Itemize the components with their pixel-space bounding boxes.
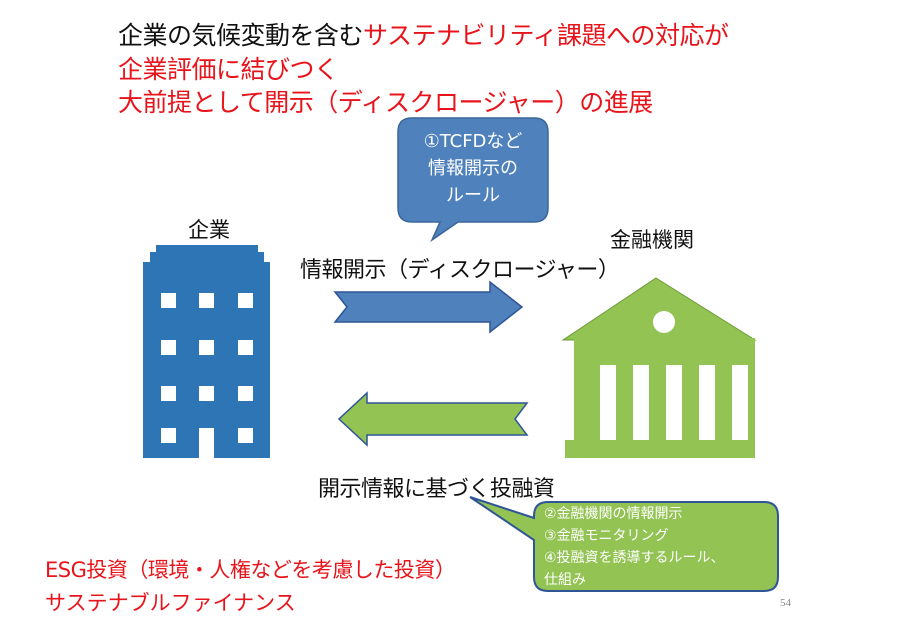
measures-callout-line: 仕組み [544,572,586,588]
measures-callout-shape [469,496,779,592]
rules-callout-shape [397,117,549,243]
financial-institution-bank-icon [561,277,757,458]
title-line-1-red: サステナビリティ課題への対応が [363,21,729,50]
title-line-2: 企業評価に結びつく [118,55,339,84]
measures-callout-line: ④投融資を誘導するルール、 [544,550,725,566]
investment-label: 開示情報に基づく投融資 [318,477,555,502]
sustainable-finance-text: サステナブルファイナンス [45,591,296,615]
rules-callout-line: ①TCFDなど [423,131,523,152]
measures-callout-line: ②金融機関の情報開示 [544,506,683,522]
company-label: 企業 [188,218,230,242]
financial-institution-label: 金融機関 [610,228,694,252]
title-line-3: 大前提として開示（ディスクロージャー）の進展 [118,88,653,117]
measures-callout-line: ③金融モニタリング [544,528,669,544]
investment-arrow-left [337,391,529,447]
disclosure-arrow-right [333,280,524,334]
title-line-1-black: 企業の気候変動を含む [118,21,364,50]
measures-callout: ②金融機関の情報開示 ③金融モニタリング ④投融資を誘導するルール、 仕組み [544,503,725,591]
disclosure-label: 情報開示（ディスクロージャー） [300,258,620,283]
title-line-1: 企業の気候変動を含むサステナビリティ課題への対応が [118,20,729,52]
rules-callout-line: ルール [446,185,500,206]
rules-callout-line: 情報開示の [428,158,518,179]
rules-callout: ①TCFDなど 情報開示の ルール [398,128,548,209]
page-number: 54 [780,597,792,609]
company-building-icon [143,245,270,458]
esg-investment-text: ESG投資（環境・人権などを考慮した投資） [45,558,456,582]
